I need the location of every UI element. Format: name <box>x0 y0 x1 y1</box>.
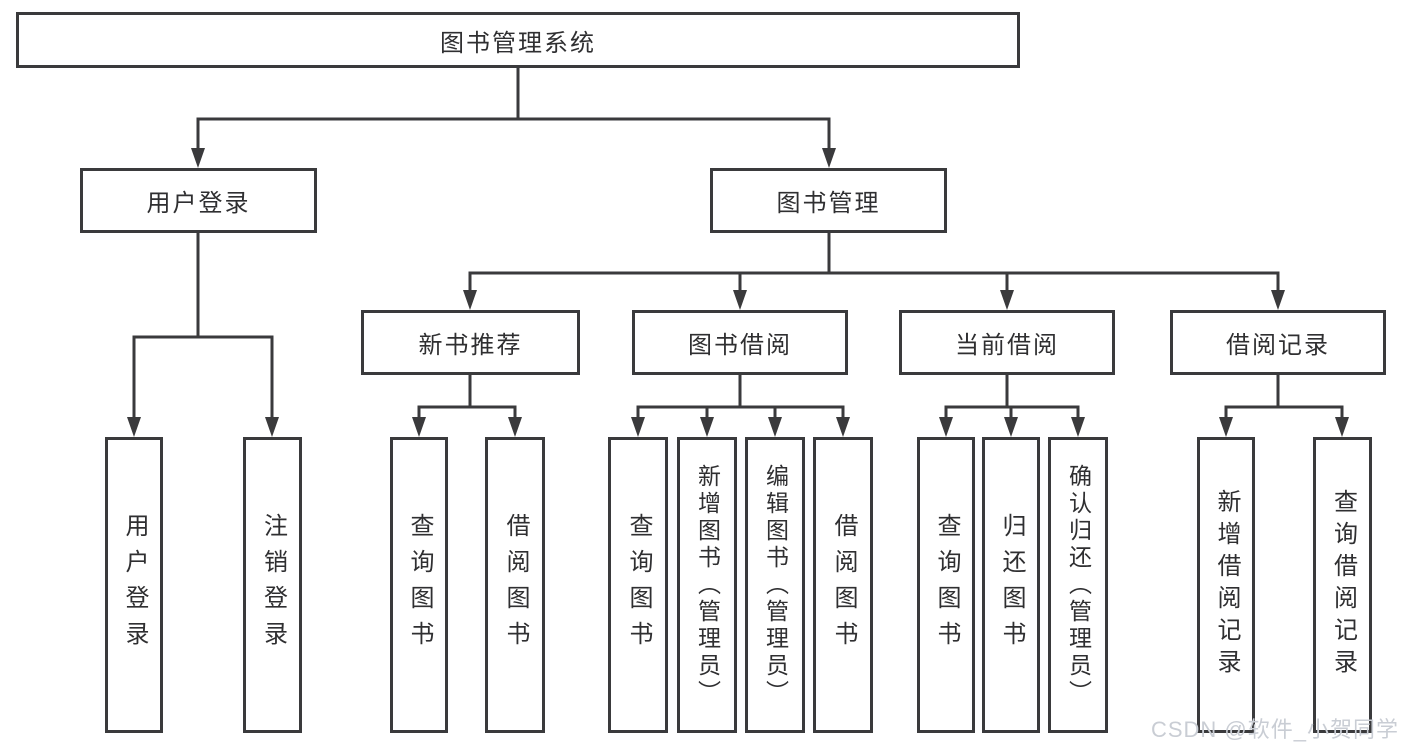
csdn-watermark: CSDN @软件_小贺同学 <box>1150 717 1399 742</box>
arrowhead <box>1335 417 1349 437</box>
leaf-add-borrow-record: 新增借阅记录 <box>1197 437 1255 733</box>
arrowhead <box>733 290 747 310</box>
arrowhead <box>127 417 141 437</box>
arrowhead <box>822 148 836 168</box>
arrowhead <box>1271 290 1285 310</box>
node-borrowing-records: 借阅记录 <box>1170 310 1386 375</box>
arrowhead <box>768 417 782 437</box>
node-user-login: 用户登录 <box>80 168 317 233</box>
arrowheads <box>127 148 1349 437</box>
leaf-confirm-return-admin: 确认归还（管理员） <box>1048 437 1108 733</box>
tree-edges <box>132 66 1344 419</box>
arrowhead <box>836 417 850 437</box>
arrowhead <box>1004 417 1018 437</box>
arrowhead <box>1000 290 1014 310</box>
arrowhead <box>631 417 645 437</box>
leaf-query-books-borrowing: 查询图书 <box>608 437 668 733</box>
leaf-query-books-recommend: 查询图书 <box>390 437 448 733</box>
leaf-query-books-current: 查询图书 <box>917 437 975 733</box>
arrowhead <box>265 417 279 437</box>
leaf-query-borrow-record: 查询借阅记录 <box>1313 437 1372 733</box>
leaf-borrow-books-recommend: 借阅图书 <box>485 437 545 733</box>
leaf-return-books: 归还图书 <box>982 437 1040 733</box>
node-root-library-management-system: 图书管理系统 <box>16 12 1020 68</box>
node-current-borrowing: 当前借阅 <box>899 310 1115 375</box>
arrowhead <box>412 417 426 437</box>
leaf-logout-login: 注销登录 <box>243 437 302 733</box>
node-book-management: 图书管理 <box>710 168 947 233</box>
leaf-borrow-books-borrowing: 借阅图书 <box>813 437 873 733</box>
leaf-user-login: 用户登录 <box>105 437 163 733</box>
leaf-add-book-admin: 新增图书（管理员） <box>677 437 737 733</box>
leaf-edit-book-admin: 编辑图书（管理员） <box>745 437 805 733</box>
arrowhead <box>1219 417 1233 437</box>
arrowhead <box>939 417 953 437</box>
node-new-book-recommendation: 新书推荐 <box>361 310 580 375</box>
arrowhead <box>508 417 522 437</box>
node-book-borrowing: 图书借阅 <box>632 310 848 375</box>
arrowhead <box>463 290 477 310</box>
arrowhead <box>191 148 205 168</box>
arrowhead <box>1071 417 1085 437</box>
arrowhead <box>700 417 714 437</box>
